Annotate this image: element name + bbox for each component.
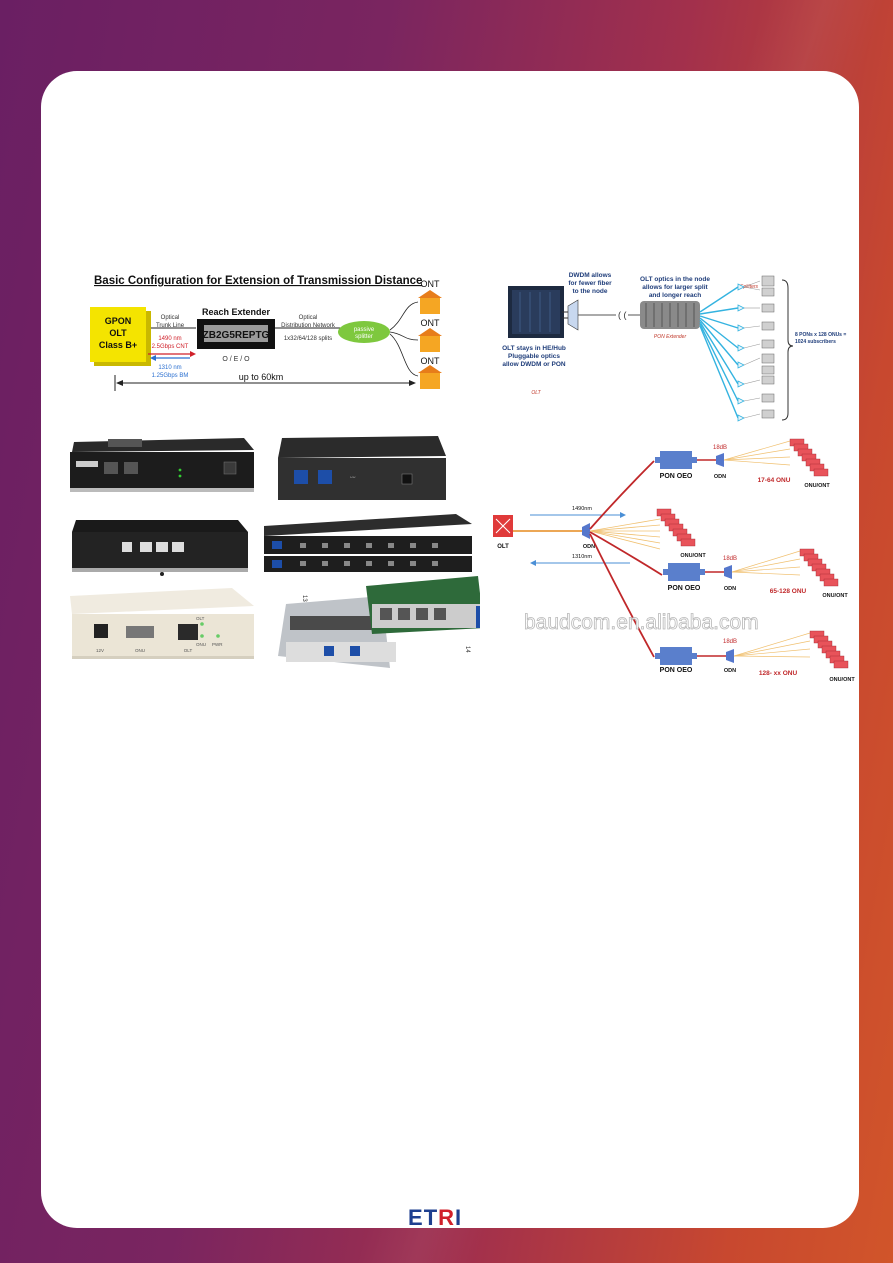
- device-rack-extender: [264, 514, 472, 572]
- device-line-cards: 13 14: [278, 576, 480, 668]
- oeo-group-3: PON OEO 18dB ODN 128- xx ONU: [655, 639, 797, 677]
- trunk-label-1: Optical: [161, 315, 180, 321]
- dwdm-note-2: for fewer fiber: [568, 280, 612, 287]
- node-note-3: and longer reach: [649, 292, 701, 299]
- pons-note-1: 8 PONs x 128 ONUs =: [795, 332, 846, 338]
- ont-house-3: ONT: [418, 356, 442, 389]
- subscriber-devices: [761, 275, 775, 419]
- oeo-group-1: PON OEO 18dB ODN 17-64 ONU: [655, 445, 791, 484]
- card-label-13: 13: [301, 595, 307, 602]
- diagram-title: Basic Configuration for Extension of Tra…: [94, 275, 422, 287]
- gpon-olt-box: [90, 307, 146, 362]
- device-reach-extender-1: [70, 438, 254, 492]
- odn-label-2: ODN: [724, 586, 736, 592]
- node-note-1: OLT optics in the node: [640, 276, 710, 283]
- group-label-2: 65-128 ONU: [770, 588, 807, 595]
- pon-extender-label: PON Extender: [654, 334, 687, 340]
- onu-ont-label-3: ONU/ONT: [822, 593, 848, 599]
- down-rate: 2.5Gbps CNT: [152, 344, 189, 350]
- olt-label-3: Class B+: [99, 340, 137, 350]
- led-label-onu: ONU: [196, 642, 206, 647]
- oeo-group-2: PON OEO 18dB ODN 65-128 ONU: [663, 556, 807, 595]
- ont-label-2: ONT: [421, 318, 441, 328]
- ont-label-3: ONT: [421, 356, 441, 366]
- olt-note-3: allow DWDM or PON: [502, 361, 566, 368]
- dwdm-mux: [567, 299, 579, 331]
- device-reach-extender-3: [72, 520, 248, 576]
- watermark: baudcom.en.alibaba.com: [524, 611, 759, 634]
- pon-oeo-diagram: OLT 1490nm 1310nm ODN PON OEO 18dB ODN 1…: [493, 438, 855, 683]
- dwdm-node-diagram: ( ( DWDM allows for fewer fiber to the n…: [502, 272, 846, 422]
- olt-note-1: OLT stays in HE/Hub: [502, 345, 566, 352]
- reach-extender-diagram: Basic Configuration for Extension of Tra…: [90, 275, 442, 391]
- port-label-12v: 12V: [96, 648, 104, 653]
- splitter-label-1: passive: [354, 327, 375, 333]
- odn-label-2: Distribution Network: [281, 323, 336, 329]
- oeo-label-2: PON OEO: [668, 585, 701, 592]
- olt-label-2: OLT: [109, 328, 127, 338]
- trunk-label-2: Trunk Line: [156, 323, 185, 329]
- odn-label-3: ODN: [724, 668, 736, 674]
- led-label-pwr: PWR: [212, 642, 223, 647]
- etri-logo: ETRI: [408, 1205, 463, 1230]
- ont-house-2: ONT: [418, 318, 442, 352]
- device-beige-box: 12V ONU OLT OLT ONU PWR: [70, 588, 254, 659]
- splits-label: 1x32/64/128 splits: [284, 336, 332, 342]
- extender-title: Reach Extender: [202, 307, 271, 317]
- odn-label-1: ODN: [714, 474, 726, 480]
- odn-label-1: Optical: [299, 315, 318, 321]
- odn-label-main: ODN: [583, 544, 595, 550]
- olt-caption: OLT: [531, 390, 541, 396]
- led-label-olt: OLT: [196, 616, 205, 621]
- ont-label-1: ONT: [421, 279, 441, 289]
- extender-type: O / E / O: [222, 356, 250, 363]
- port-label-olt: OLT: [184, 648, 193, 653]
- loss-label-1: 18dB: [713, 445, 727, 451]
- up-rate: 1.25Gbps BM: [152, 373, 189, 379]
- device-photos: ᴗᴗ 12V ONU OLT: [70, 436, 480, 668]
- pons-note-2: 1024 subscribers: [795, 339, 836, 345]
- svg-text:( (: ( (: [618, 310, 627, 320]
- group-label-3: 128- xx ONU: [759, 670, 798, 677]
- olt-label: OLT: [497, 544, 509, 550]
- onu-ont-label-4: ONU/ONT: [829, 677, 855, 683]
- dwdm-note-1: DWDM allows: [569, 272, 612, 279]
- svg-text:ᴗᴗ: ᴗᴗ: [350, 474, 356, 480]
- oeo-label-3: PON OEO: [660, 667, 693, 674]
- port-label-onu: ONU: [135, 648, 145, 653]
- down-wavelength-label: 1490nm: [572, 506, 592, 512]
- down-wavelength: 1490 nm: [158, 336, 181, 342]
- group-label-1: 17-64 ONU: [758, 477, 791, 484]
- passive-splitter: [338, 321, 390, 343]
- node-note-2: allows for larger split: [642, 284, 708, 291]
- dwdm-note-3: to the node: [572, 288, 607, 295]
- olt-label-1: GPON: [105, 316, 132, 326]
- loss-label-3: 18dB: [723, 639, 737, 645]
- oeo-label-1: PON OEO: [660, 473, 693, 480]
- loss-label-2: 18dB: [723, 556, 737, 562]
- device-reach-extender-2: ᴗᴗ: [278, 436, 446, 500]
- card-label-14: 14: [464, 646, 470, 653]
- splitter-label-2: splitter: [355, 334, 373, 340]
- olt-note-2: Pluggable optics: [508, 353, 560, 360]
- splitters-label: Splitters: [740, 284, 759, 290]
- onu-ont-label-2: ONU/ONT: [680, 553, 706, 559]
- odn-splitter-main: [582, 523, 590, 539]
- ont-house-1: ONT: [418, 279, 442, 314]
- up-wavelength-label: 1310nm: [572, 554, 592, 560]
- extender-model: ZB2G5REPTG: [203, 330, 270, 341]
- onu-ont-label-1: ONU/ONT: [804, 483, 830, 489]
- distance-label: up to 60km: [239, 372, 284, 382]
- onu-stacks: [656, 438, 849, 669]
- up-wavelength: 1310 nm: [158, 365, 181, 371]
